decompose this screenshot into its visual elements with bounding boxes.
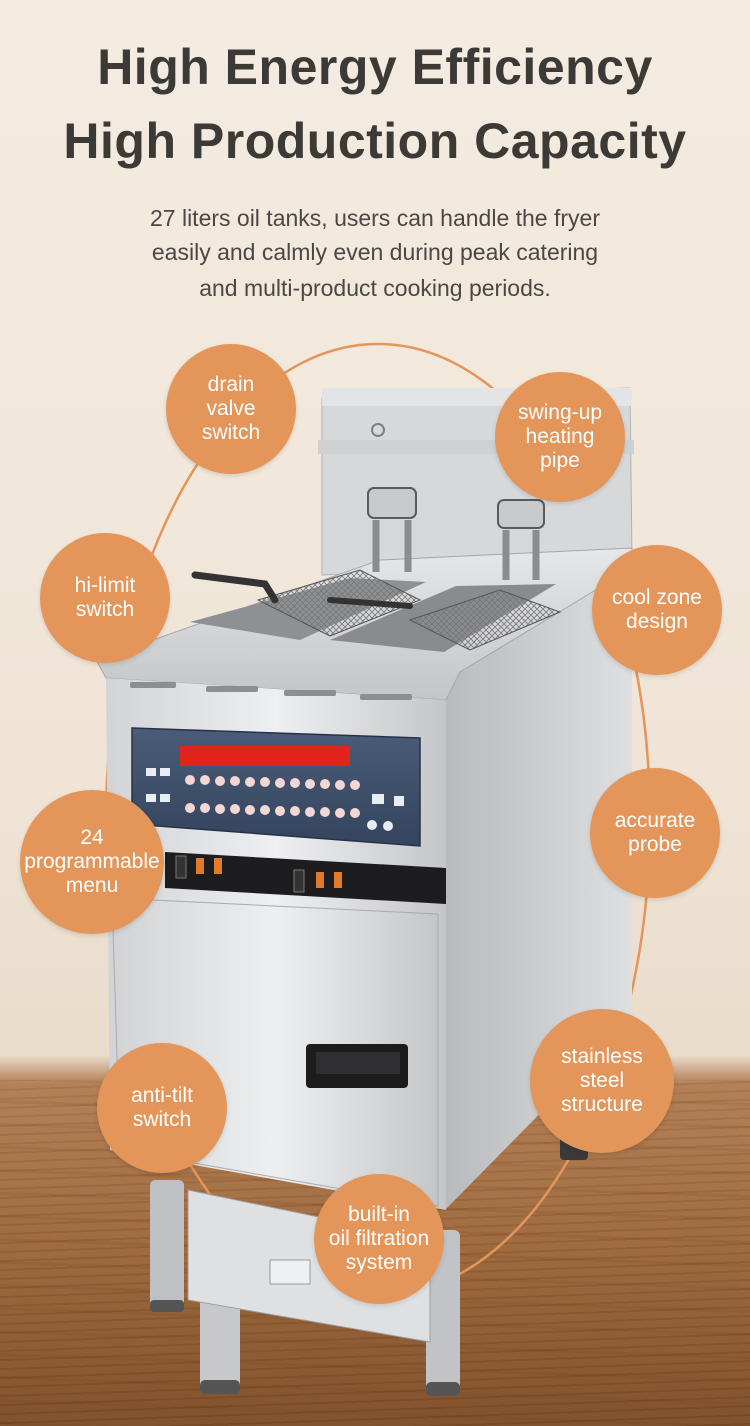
- badge-text: menu: [65, 874, 119, 897]
- badge-text: swing-up: [517, 401, 603, 424]
- badge-text: hi-limit: [74, 574, 136, 597]
- intro-line-3: and multi-product cooking periods.: [199, 275, 551, 301]
- badge-text: system: [345, 1251, 413, 1274]
- badge-text: steel: [579, 1069, 625, 1092]
- badge-text: accurate: [614, 809, 696, 832]
- indicator-lights: [196, 858, 342, 888]
- badge-cool-zone-design: cool zone design: [592, 545, 722, 675]
- badge-text: switch: [132, 1108, 192, 1131]
- badge-swing-up-heating-pipe: swing-up heating pipe: [495, 372, 625, 502]
- badge-stainless-steel-structure: stainless steel structure: [530, 1009, 674, 1153]
- badge-text: anti-tilt: [131, 1084, 193, 1107]
- badge-accurate-probe: accurate probe: [590, 768, 720, 898]
- badge-text: drain: [207, 373, 255, 396]
- badge-text: cool zone: [612, 586, 702, 609]
- switch-strip: [165, 852, 446, 904]
- badge-text: programmable: [24, 850, 160, 873]
- leg-back-left: [150, 1180, 184, 1310]
- heating-pipe-handle-right: [497, 499, 545, 529]
- badge-drain-valve-switch: drain valve switch: [166, 344, 296, 474]
- badge-text: valve: [206, 397, 256, 420]
- badge-text: built-in: [348, 1203, 410, 1226]
- badge-text: structure: [561, 1093, 643, 1116]
- fry-basket-right: [408, 589, 562, 651]
- heating-pipe-handle-left: [367, 487, 417, 519]
- badge-text: pipe: [540, 449, 580, 472]
- intro-line-1: 27 liters oil tanks, users can handle th…: [149, 205, 600, 231]
- vent-slots: [130, 682, 412, 700]
- badge-anti-tilt-switch: anti-tilt switch: [97, 1043, 227, 1173]
- menu-buttons-row-1: [185, 775, 360, 790]
- badge-text: switch: [201, 421, 261, 444]
- badge-hi-limit-switch: hi-limit switch: [40, 533, 170, 663]
- badge-text: probe: [628, 833, 682, 856]
- badge-text: stainless: [561, 1045, 643, 1068]
- badge-programmable-menu: 24 programmable menu: [20, 790, 164, 934]
- page-title-line-2: High Production Capacity: [63, 113, 687, 169]
- page-title-line-1: High Energy Efficiency: [97, 39, 653, 95]
- badge-text: design: [626, 610, 688, 633]
- intro-line-2: easily and calmly even during peak cater…: [151, 239, 599, 265]
- badge-text: oil filtration: [328, 1227, 430, 1250]
- led-display: [180, 746, 350, 766]
- badge-text: heating: [525, 425, 595, 448]
- badge-built-in-oil-filtration: built-in oil filtration system: [314, 1174, 444, 1304]
- badge-text: switch: [75, 598, 135, 621]
- badge-text: 24: [80, 826, 104, 849]
- menu-buttons-row-2: [185, 803, 360, 818]
